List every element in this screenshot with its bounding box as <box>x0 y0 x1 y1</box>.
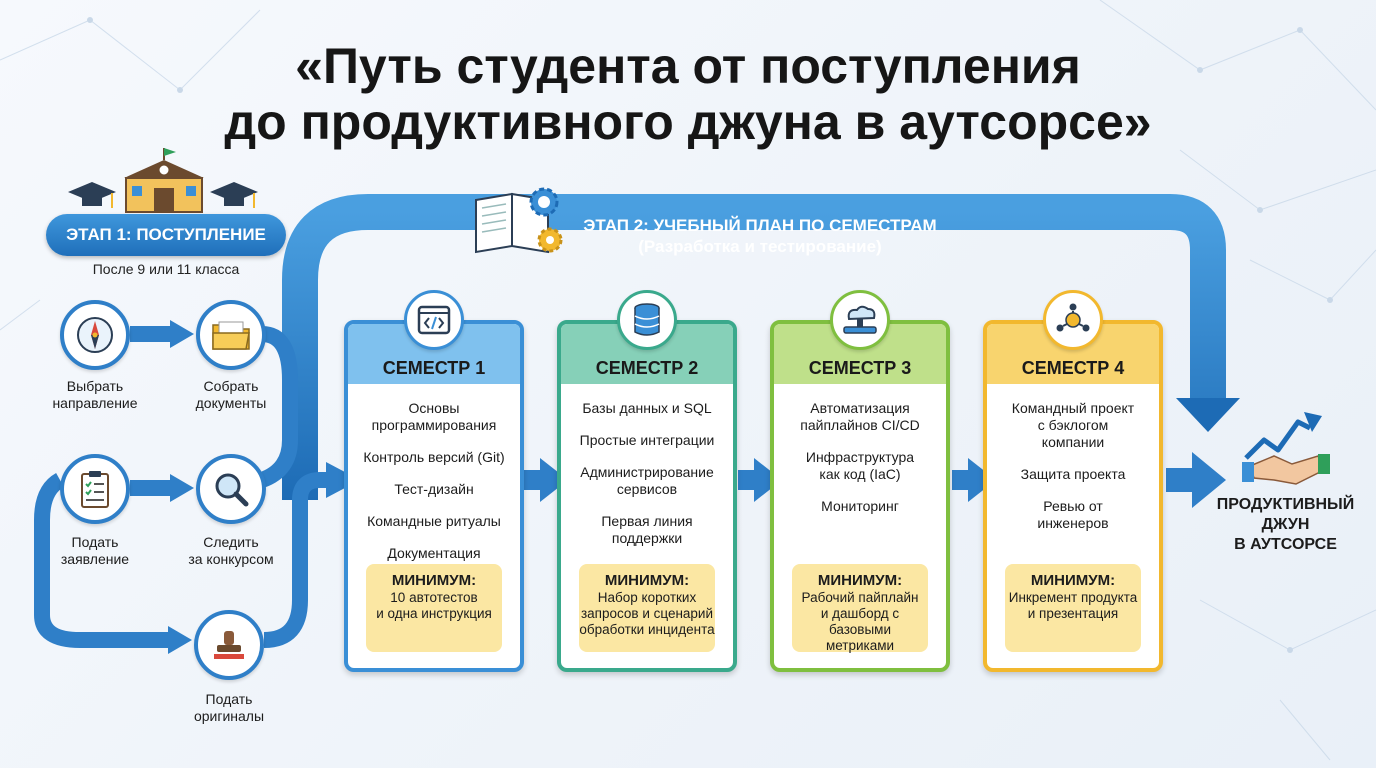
stage2-label: ЭТАП 2: УЧЕБНЫЙ ПЛАН ПО СЕМЕСТРАМ (Разра… <box>560 215 960 257</box>
semester-item: Администрирование сервисов <box>580 464 714 497</box>
book-gears-icon <box>475 187 563 254</box>
semester-item: Тест-дизайн <box>394 481 474 497</box>
clipboard-icon <box>81 471 109 508</box>
step-collect-documents <box>196 300 266 370</box>
step-track-competition <box>196 454 266 524</box>
stage1-badge: ЭТАП 1: ПОСТУПЛЕНИЕ <box>46 214 286 256</box>
semester-title: СЕМЕСТР 1 <box>382 358 486 378</box>
minimum-title: МИНИМУМ: <box>391 572 477 589</box>
graduation-cap-icon <box>68 182 116 208</box>
semester-item: Первая линия поддержки <box>601 513 693 546</box>
semester-title: СЕМЕСТР 2 <box>595 358 699 378</box>
stage1-subtitle: После 9 или 11 класса <box>92 261 240 277</box>
semester-icon-3 <box>830 290 890 350</box>
semester-item: Контроль версий (Git) <box>363 449 505 465</box>
semester-item: Командные ритуалы <box>367 513 501 529</box>
university-icon <box>68 148 258 213</box>
stage2-band-arrowhead <box>1176 398 1240 432</box>
building-icon <box>124 148 204 213</box>
semester-items: Автоматизация пайплайнов CI/CD Инфрастру… <box>780 400 940 530</box>
semester-item: Командный проект с бэклогом компании <box>1011 400 1135 450</box>
minimum-text: Набор коротких запросов и сценарий обраб… <box>579 590 715 637</box>
connector-2-3 <box>258 326 298 488</box>
arrow-to-sem1 <box>292 472 330 501</box>
step-label-5: Подать оригиналы <box>193 691 265 724</box>
page-title: «Путь студента от поступления до продукт… <box>0 38 1376 150</box>
semester-item: Инфраструктура как код (IaC) <box>805 449 915 482</box>
semester-icon-4 <box>1043 290 1103 350</box>
step-label-2: Собрать документы <box>195 378 267 411</box>
code-window-icon <box>417 305 451 335</box>
semester-items: Основы программирования Контроль версий … <box>354 400 514 577</box>
semester-item: Основы программирования <box>371 400 497 433</box>
semester-minimum: МИНИМУМ: Набор коротких запросов и сцена… <box>579 564 715 652</box>
team-icon <box>1056 303 1090 332</box>
folder-icon <box>212 321 250 350</box>
step-label-4: Следить за конкурсом <box>188 534 274 567</box>
semester-item: Защита проекта <box>1020 466 1126 482</box>
stage2-band <box>282 194 1226 500</box>
semester-item: Простые интеграции <box>579 432 715 448</box>
semester-card-2: СЕМЕСТР 2 Базы данных и SQL Простые инте… <box>557 320 737 672</box>
semester-items: Командный проект с бэклогом компании Защ… <box>993 400 1153 547</box>
magnifier-icon <box>215 473 249 507</box>
semester-card-3: СЕМЕСТР 3 Автоматизация пайплайнов CI/CD… <box>770 320 950 672</box>
stamp-icon <box>214 631 244 659</box>
stage2-label-line2: (Разработка и тестирование) <box>638 237 882 256</box>
step-label-1: Выбрать направление <box>52 378 138 411</box>
stage2-label-line1: ЭТАП 2: УЧЕБНЫЙ ПЛАН ПО СЕМЕСТРАМ <box>583 216 937 235</box>
semester-title: СЕМЕСТР 4 <box>1021 358 1125 378</box>
semester-minimum: МИНИМУМ: 10 автотестов и одна инструкция <box>366 564 502 652</box>
final-label: ПРОДУКТИВНЫЙ ДЖУН В АУТСОРСЕ <box>1216 496 1355 553</box>
semester-item: Документация <box>387 545 481 561</box>
minimum-text: Рабочий пайплайн и дашборд с базовыми ме… <box>801 590 919 653</box>
semester-card-1: СЕМЕСТР 1 Основы программирования Контро… <box>344 320 524 672</box>
minimum-text: 10 автотестов и одна инструкция <box>376 590 492 621</box>
semester-title: СЕМЕСТР 3 <box>808 358 912 378</box>
cloud-pipeline-icon <box>843 305 877 334</box>
title-line-2: до продуктивного джуна в аутсорсе» <box>224 94 1152 150</box>
semester-item: Ревью от инженеров <box>1037 498 1109 531</box>
semester-icon-2 <box>617 290 677 350</box>
semester-item: Автоматизация пайплайнов CI/CD <box>800 400 920 433</box>
title-line-1: «Путь студента от поступления <box>295 38 1081 94</box>
step-choose-direction <box>60 300 130 370</box>
handshake-growth-icon <box>1242 412 1330 485</box>
step-submit-originals <box>194 610 264 680</box>
graduation-cap-icon-right <box>210 182 258 208</box>
compass-icon <box>77 317 113 353</box>
step-submit-application <box>60 454 130 524</box>
database-icon <box>634 303 660 336</box>
minimum-title: МИНИМУМ: <box>817 572 903 589</box>
semester-item: Базы данных и SQL <box>582 400 712 416</box>
connector-to-5 <box>34 473 170 648</box>
step-label-3: Подать заявление <box>60 534 130 567</box>
semester-icon-1 <box>404 290 464 350</box>
semester-minimum: МИНИМУМ: Рабочий пайплайн и дашборд с ба… <box>792 564 928 653</box>
semester-items: Базы данных и SQL Простые интеграции Адм… <box>567 400 727 562</box>
minimum-title: МИНИМУМ: <box>1030 572 1116 589</box>
semester-card-4: СЕМЕСТР 4 Командный проект с бэклогом ко… <box>983 320 1163 672</box>
connector-5-band <box>263 500 308 648</box>
semester-minimum: МИНИМУМ: Инкремент продукта и презентаци… <box>1005 564 1141 652</box>
semester-item: Мониторинг <box>821 498 899 514</box>
minimum-text: Инкремент продукта и презентация <box>1008 590 1138 621</box>
minimum-title: МИНИМУМ: <box>604 572 690 589</box>
